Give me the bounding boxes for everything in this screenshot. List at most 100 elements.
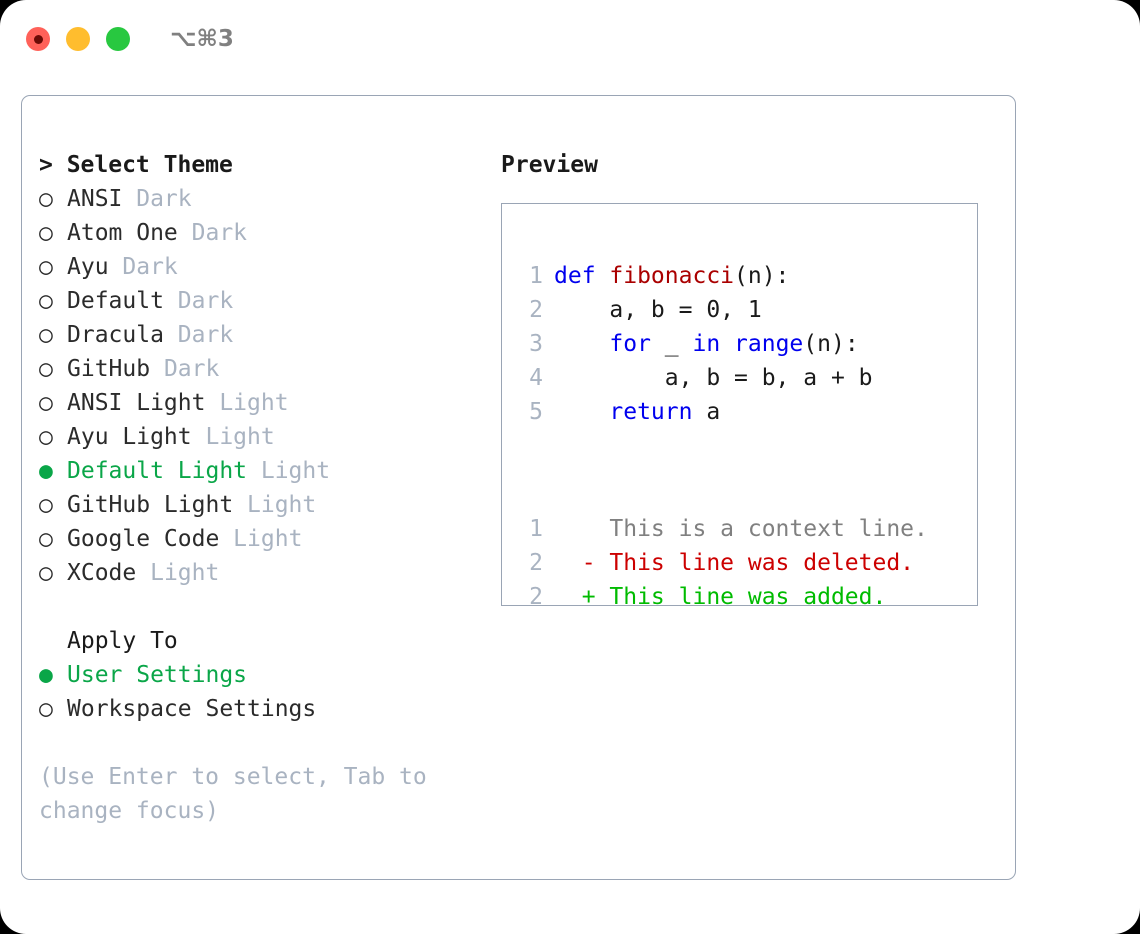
theme-name: ANSI Light: [67, 390, 206, 416]
code-token: in: [692, 331, 721, 357]
apply-to-item[interactable]: ● User Settings: [39, 658, 489, 692]
diff-line: 2 + This line was added.: [517, 580, 928, 614]
theme-category-tag: Dark: [108, 254, 178, 280]
theme-list-item[interactable]: ○ GitHub Light Light: [39, 488, 489, 522]
diff-text: This line was added.: [595, 584, 887, 610]
code-line: 5 return a: [517, 395, 873, 429]
theme-name: GitHub Light: [67, 492, 234, 518]
diff-sample: 1 This is a context line.2 - This line w…: [517, 512, 928, 614]
line-number: 3: [529, 331, 543, 357]
apply-to-label: Workspace Settings: [67, 696, 317, 722]
theme-category-tag: Light: [247, 458, 331, 484]
line-number: 5: [529, 399, 543, 425]
theme-category-tag: Light: [233, 492, 317, 518]
theme-name: Default: [67, 288, 164, 314]
radio-unselected-icon: ○: [39, 526, 53, 552]
theme-category-tag: Light: [205, 390, 289, 416]
line-number: 2: [529, 550, 543, 576]
diff-sign: [554, 516, 596, 542]
theme-picker-dialog: > Select Theme ○ANSI Dark○Atom One Dark○…: [21, 95, 1016, 880]
diff-line: 2 - This line was deleted.: [517, 546, 928, 580]
line-number: 2: [529, 297, 543, 323]
theme-list-item[interactable]: ○Dracula Dark: [39, 318, 489, 352]
select-theme-header: > Select Theme: [39, 152, 233, 178]
diff-sign: +: [554, 584, 596, 610]
line-number: 1: [529, 263, 543, 289]
spacer: [39, 590, 489, 624]
theme-list-item[interactable]: ○ XCode Light: [39, 556, 489, 590]
theme-selection-column: > Select Theme ○ANSI Dark○Atom One Dark○…: [39, 148, 489, 828]
code-token: _: [650, 331, 693, 357]
maximize-button[interactable]: [106, 27, 130, 51]
radio-unselected-icon: ○: [39, 492, 53, 518]
radio-unselected-icon: ○: [39, 322, 53, 348]
theme-list-item[interactable]: ○ Ayu Light Light: [39, 420, 489, 454]
radio-unselected-icon: ○: [39, 696, 53, 722]
theme-name: Default Light: [67, 458, 248, 484]
theme-name: Ayu Light: [67, 424, 192, 450]
theme-category-tag: Dark: [150, 356, 220, 382]
code-line: 4 a, b = b, a + b: [517, 361, 872, 395]
radio-unselected-icon: ○: [39, 560, 53, 586]
code-token: [554, 331, 609, 357]
minimize-button[interactable]: [66, 27, 90, 51]
code-line: 3 for _ in range(n):: [517, 327, 873, 361]
theme-list-item[interactable]: ○Ayu Dark: [39, 250, 489, 284]
theme-name: XCode: [67, 560, 137, 586]
apply-to-label: User Settings: [67, 662, 248, 688]
theme-category-tag: Light: [136, 560, 220, 586]
theme-name: ANSI: [67, 186, 123, 212]
radio-unselected-icon: ○: [39, 424, 53, 450]
title-bar: ⌥⌘3: [0, 0, 1140, 78]
radio-selected-icon: ●: [39, 662, 53, 688]
theme-category-tag: Light: [191, 424, 275, 450]
line-number: 1: [529, 516, 543, 542]
theme-name: Dracula: [67, 322, 164, 348]
line-number: 2: [529, 584, 543, 610]
theme-list-item[interactable]: ○Atom One Dark: [39, 216, 489, 250]
radio-selected-icon: ●: [39, 458, 53, 484]
code-token: (n):: [803, 331, 859, 357]
theme-category-tag: Dark: [177, 220, 248, 246]
diff-text: This line was deleted.: [595, 550, 915, 576]
apply-to-header: Apply To: [67, 628, 178, 654]
theme-category-tag: Dark: [163, 288, 234, 314]
preview-header: Preview: [501, 152, 598, 178]
close-button[interactable]: [26, 27, 50, 51]
apply-to-item[interactable]: ○ Workspace Settings: [39, 692, 489, 726]
theme-list-item[interactable]: ○ ANSI Dark: [39, 182, 489, 216]
diff-text: This is a context line.: [595, 516, 928, 542]
theme-list-item[interactable]: ● Default Light Light: [39, 454, 489, 488]
theme-list-item[interactable]: ○ GitHub Dark: [39, 352, 489, 386]
diff-line: 1 This is a context line.: [517, 512, 928, 546]
line-number: 4: [529, 365, 543, 391]
code-token: for: [609, 331, 651, 357]
code-token: a, b = 0, 1: [554, 297, 762, 323]
radio-unselected-icon: ○: [39, 220, 53, 246]
theme-name: Ayu: [67, 254, 109, 280]
code-line: 2 a, b = 0, 1: [517, 293, 873, 327]
code-token: def: [554, 263, 610, 289]
apply-to-list: ● User Settings ○ Workspace Settings: [39, 658, 489, 726]
theme-list-item[interactable]: ○ANSI Light Light: [39, 386, 489, 420]
dialog-columns: > Select Theme ○ANSI Dark○Atom One Dark○…: [22, 96, 1015, 879]
radio-unselected-icon: ○: [39, 186, 53, 212]
theme-list-item[interactable]: ○ Default Dark: [39, 284, 489, 318]
theme-category-tag: Dark: [122, 186, 192, 212]
code-token: [554, 399, 609, 425]
theme-name: Google Code: [67, 526, 220, 552]
code-token: fibonacci: [609, 263, 735, 289]
radio-unselected-icon: ○: [39, 288, 53, 314]
code-token: range: [734, 331, 804, 357]
radio-unselected-icon: ○: [39, 356, 53, 382]
theme-list: ○ANSI Dark○Atom One Dark○Ayu Dark○Defaul…: [39, 182, 489, 590]
theme-name: GitHub: [67, 356, 151, 382]
code-token: a: [692, 399, 721, 425]
close-icon: [33, 34, 43, 44]
theme-list-item[interactable]: ○Google Code Light: [39, 522, 489, 556]
